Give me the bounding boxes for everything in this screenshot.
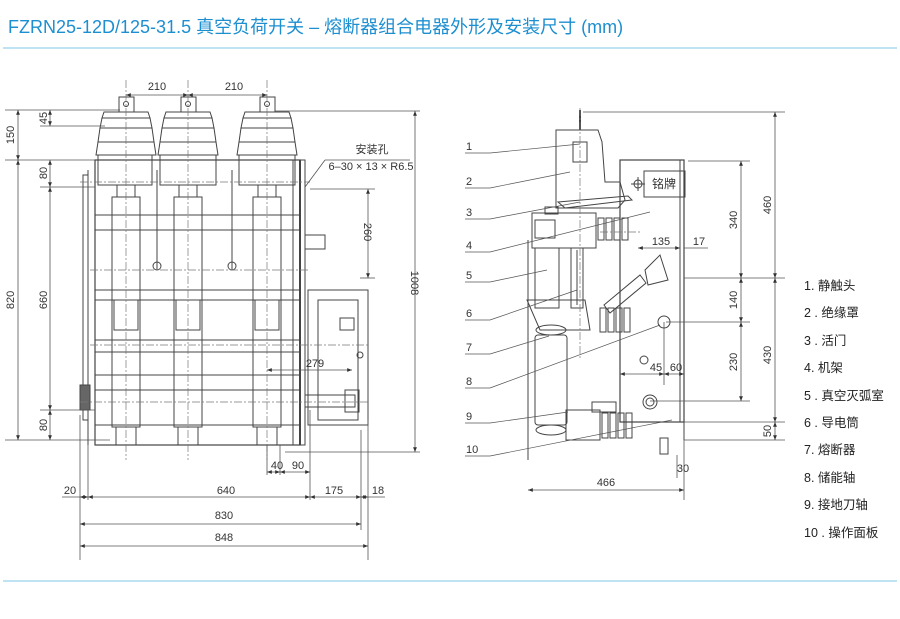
dim-pole-spacing-2: 210: [225, 81, 243, 93]
dim-40: 40: [271, 460, 283, 472]
dim-430: 430: [762, 346, 774, 364]
callout-1: 1: [466, 141, 472, 153]
dim-279: 279: [306, 358, 324, 370]
legend-item: 5 . 真空灭弧室: [804, 388, 884, 403]
mounting-hole-spec: 6–30 × 13 × R6.5: [328, 161, 413, 173]
dim-17: 17: [693, 236, 705, 248]
callout-7: 7: [466, 342, 472, 354]
callout-4: 4: [466, 240, 472, 252]
side-view-dimensions: [528, 111, 785, 500]
dim-660: 660: [38, 291, 50, 309]
side-panel: [619, 159, 685, 423]
legend-item: 3 . 活门: [804, 333, 847, 348]
dim-80-bottom: 80: [38, 419, 50, 431]
callout-2: 2: [466, 176, 472, 188]
dim-135: 135: [652, 236, 670, 248]
legend-item: 10 . 操作面板: [804, 525, 879, 540]
legend-item: 1. 静触头: [804, 279, 856, 293]
side-view: [526, 108, 686, 460]
dim-pole-spacing-1: 210: [148, 81, 166, 93]
dim-340: 340: [728, 211, 740, 229]
parts-legend: 1. 静触头 2 . 绝缘罩 3 . 活门 4. 机架 5 . 真空灭弧室 6 …: [804, 276, 884, 550]
legend-item: 6 . 导电筒: [804, 415, 859, 430]
footer-divider: [3, 580, 897, 582]
insulator-lower: [601, 412, 633, 439]
dim-20: 20: [64, 485, 76, 497]
dim-260: 260: [361, 223, 373, 241]
page-title: FZRN25-12D/125-31.5 真空负荷开关 – 熔断器组合电器外形及安…: [8, 17, 624, 37]
dim-18: 18: [372, 485, 384, 497]
dim-848: 848: [215, 532, 233, 544]
dim-1008: 1008: [408, 271, 420, 295]
dim-60: 60: [670, 362, 682, 374]
nameplate-label: 铭牌: [652, 176, 676, 191]
front-view: [79, 80, 370, 460]
callout-6: 6: [466, 308, 472, 320]
dim-820: 820: [5, 291, 17, 309]
callout-leaders: [465, 143, 673, 457]
legend-item: 8. 储能轴: [804, 470, 856, 485]
dim-140: 140: [728, 291, 740, 309]
callout-3: 3: [466, 207, 472, 219]
dim-80-top: 80: [38, 167, 50, 179]
callout-10: 10: [466, 444, 478, 456]
dim-466: 466: [597, 477, 615, 489]
dim-175: 175: [325, 485, 343, 497]
mounting-hole-label: 安装孔: [356, 142, 389, 156]
dim-50: 50: [762, 425, 774, 437]
dim-640: 640: [217, 485, 235, 497]
insulator-middle: [599, 307, 631, 333]
dim-230: 230: [728, 353, 740, 371]
dim-90: 90: [292, 460, 304, 472]
legend-item: 2 . 绝缘罩: [804, 306, 859, 321]
legend-item: 9. 接地刀轴: [804, 498, 868, 513]
dim-460: 460: [762, 196, 774, 214]
dim-830: 830: [215, 510, 233, 522]
pole-3: [236, 96, 298, 446]
title-divider: [3, 47, 897, 49]
callout-9: 9: [466, 411, 472, 423]
legend-item: 4. 机架: [804, 361, 843, 376]
dim-45: 45: [38, 112, 50, 124]
dim-45: 45: [650, 362, 662, 374]
callout-5: 5: [466, 270, 472, 282]
dim-150: 150: [5, 126, 17, 144]
legend-item: 7. 熔断器: [804, 443, 856, 458]
callout-8: 8: [466, 376, 472, 388]
dim-30: 30: [677, 463, 689, 475]
front-view-dimensions: [5, 93, 420, 560]
